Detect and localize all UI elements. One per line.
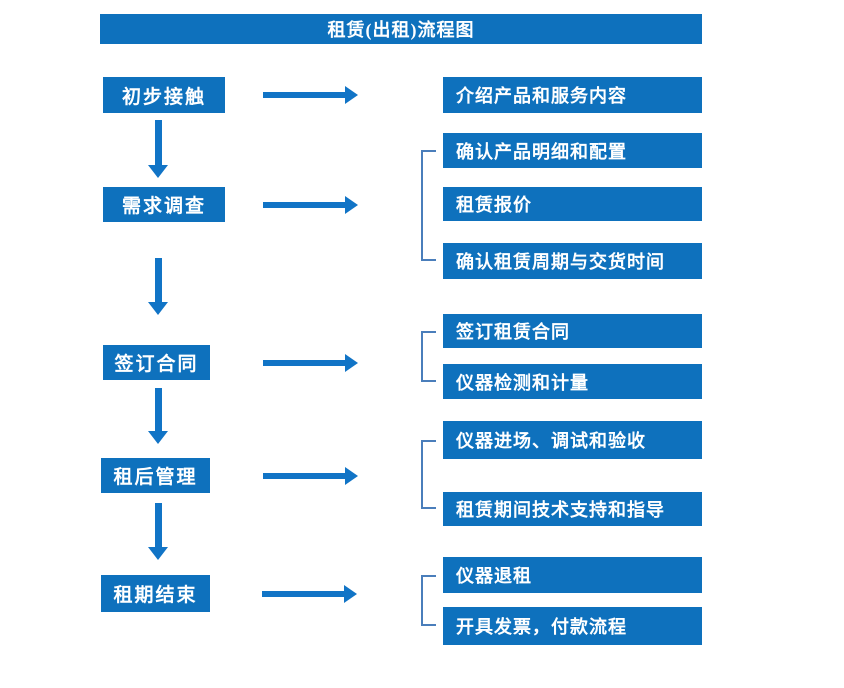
diagram-title: 租赁(出租)流程图 (100, 14, 702, 44)
group-bracket-sign-contract (421, 331, 436, 382)
stage-box-sign-contract: 签订合同 (103, 345, 210, 380)
stage-box-post-rental-management: 租后管理 (101, 458, 210, 493)
detail-box-tech-support: 租赁期间技术支持和指导 (443, 492, 702, 526)
detail-box-invoice-payment: 开具发票，付款流程 (443, 607, 702, 645)
right-arrow-3 (263, 354, 358, 372)
detail-box-instrument-testing: 仪器检测和计量 (443, 364, 702, 399)
right-arrow-4 (263, 467, 358, 485)
right-arrow-2 (263, 196, 358, 214)
stage-box-demand-survey: 需求调查 (103, 187, 225, 222)
detail-box-confirm-period-delivery: 确认租赁周期与交货时间 (443, 243, 702, 279)
right-arrow-1 (263, 86, 358, 104)
detail-box-confirm-product-config: 确认产品明细和配置 (443, 133, 702, 168)
detail-box-introduce-products: 介绍产品和服务内容 (443, 77, 702, 113)
detail-box-rental-quote: 租赁报价 (443, 187, 702, 221)
right-arrow-5 (262, 585, 357, 603)
down-arrow-4 (148, 503, 168, 560)
stage-box-rental-end: 租期结束 (101, 575, 210, 612)
group-bracket-rental-end (421, 575, 436, 626)
detail-box-instrument-setup-acceptance: 仪器进场、调试和验收 (443, 421, 702, 459)
down-arrow-1 (148, 120, 168, 178)
detail-box-instrument-return: 仪器退租 (443, 557, 702, 593)
stage-box-initial-contact: 初步接触 (103, 77, 225, 113)
down-arrow-3 (148, 388, 168, 444)
group-bracket-post-rental (421, 440, 436, 509)
detail-box-sign-rental-contract: 签订租赁合同 (443, 314, 702, 348)
group-bracket-demand-survey (421, 150, 436, 261)
down-arrow-2 (148, 258, 168, 315)
